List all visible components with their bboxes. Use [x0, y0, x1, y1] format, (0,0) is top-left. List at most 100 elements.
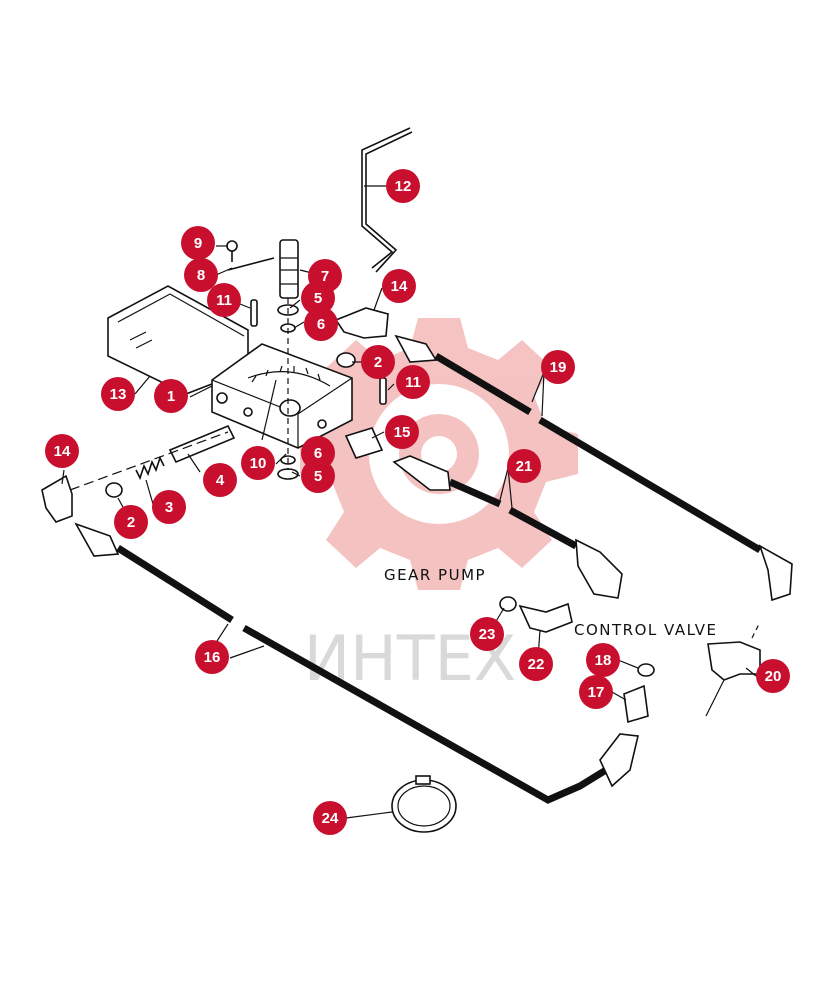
callout-number: 24: [322, 810, 339, 827]
part-2a-plug: [336, 352, 356, 368]
callout-number: 3: [165, 499, 173, 516]
callout-number: 12: [395, 178, 412, 195]
callout-number: 16: [204, 649, 221, 666]
callout-c22: 22: [519, 647, 553, 681]
part-3-spring: [135, 455, 165, 481]
callout-number: 8: [197, 267, 205, 284]
callout-c24: 24: [313, 801, 347, 835]
callout-circle: [385, 415, 419, 449]
part-2b-plug: [105, 482, 123, 498]
callout-c21a: 21: [507, 449, 541, 483]
hose-16: [74, 522, 639, 804]
callout-c10: 10: [241, 446, 275, 480]
part-10-scale: [261, 379, 277, 441]
callout-number: 14: [54, 443, 71, 460]
callout-c11b: 11: [396, 365, 430, 399]
callout-c15: 15: [385, 415, 419, 449]
callout-c4: 4: [203, 463, 237, 497]
callout-c8: 8: [184, 258, 218, 292]
part-14a-elbow: [334, 307, 389, 339]
callout-circle: [519, 647, 553, 681]
part-17-fitting: [623, 684, 649, 724]
callout-c20: 20: [756, 659, 790, 693]
callout-c7: 7: [308, 259, 342, 293]
callout-circle: [184, 258, 218, 292]
callout-circle: [45, 434, 79, 468]
callout-badges: 1223455667891011111213141415161718192021…: [45, 169, 790, 835]
callout-number: 1: [167, 388, 175, 405]
callout-c14b: 14: [45, 434, 79, 468]
callout-c23: 23: [470, 617, 504, 651]
callout-circle: [207, 283, 241, 317]
callout-circle: [313, 801, 347, 835]
callout-circle: [470, 617, 504, 651]
part-15-fitting: [344, 427, 384, 459]
callout-circle: [308, 259, 342, 293]
part-18-ring: [637, 663, 655, 677]
part-1-valve-body: [211, 343, 353, 449]
callout-circle: [203, 463, 237, 497]
callout-number: 2: [127, 514, 135, 531]
callout-number: 6: [314, 445, 322, 462]
callout-number: 6: [317, 316, 325, 333]
callout-c3: 3: [152, 490, 186, 524]
callout-number: 5: [314, 290, 322, 307]
callout-number: 15: [394, 424, 411, 441]
gear-pump-label: GEAR PUMP: [384, 566, 486, 584]
part-11b-pin: [379, 377, 387, 405]
control-valve-label: CONTROL VALVE: [574, 621, 718, 639]
part-11a-pin: [250, 299, 258, 327]
callout-number: 11: [405, 374, 421, 391]
callout-number: 7: [321, 268, 329, 285]
part-12-rod: [361, 127, 413, 273]
part-7-stem: [279, 239, 299, 299]
callout-circle: [756, 659, 790, 693]
callout-c1: 1: [154, 379, 188, 413]
callout-number: 18: [595, 652, 612, 669]
callout-circle: [301, 436, 335, 470]
callout-number: 9: [194, 235, 202, 252]
callout-circle: [361, 345, 395, 379]
callout-number: 19: [550, 359, 567, 376]
callout-circle: [195, 640, 229, 674]
callout-number: 14: [391, 278, 408, 295]
callout-number: 11: [216, 292, 232, 309]
callout-circle: [152, 490, 186, 524]
callout-c17: 17: [579, 675, 613, 709]
callout-c2b: 2: [114, 505, 148, 539]
part-9-screw: [226, 240, 238, 262]
part-23-ring: [499, 596, 517, 612]
callout-number: 2: [374, 354, 382, 371]
callout-number: 21: [516, 458, 533, 475]
centerline-horizontal: [69, 431, 229, 491]
callout-circle: [114, 505, 148, 539]
callout-number: 22: [528, 656, 545, 673]
callout-circle: [382, 269, 416, 303]
hose-21: [392, 455, 623, 599]
callout-number: 13: [110, 386, 127, 403]
part-22-elbow: [518, 602, 573, 633]
part-24-clamp: [391, 775, 457, 833]
callout-number: 5: [314, 468, 322, 485]
callout-circle: [507, 449, 541, 483]
callout-c11a: 11: [207, 283, 241, 317]
part-20-tee: [705, 621, 761, 717]
callout-c2a: 2: [361, 345, 395, 379]
callout-circle: [154, 379, 188, 413]
part-8-pin: [227, 257, 275, 271]
callout-circle: [241, 446, 275, 480]
callout-circle: [304, 307, 338, 341]
callout-c19a: 19: [541, 350, 575, 384]
part-4-pin: [168, 424, 236, 464]
callout-circle: [386, 169, 420, 203]
callout-number: 23: [479, 626, 496, 643]
callout-circle: [541, 350, 575, 384]
callout-c12: 12: [386, 169, 420, 203]
callout-number: 17: [588, 684, 605, 701]
callout-c6b: 6: [301, 436, 335, 470]
callout-number: 4: [216, 472, 225, 489]
callout-circle: [101, 377, 135, 411]
callout-number: 20: [765, 668, 782, 685]
callout-c18: 18: [586, 643, 620, 677]
